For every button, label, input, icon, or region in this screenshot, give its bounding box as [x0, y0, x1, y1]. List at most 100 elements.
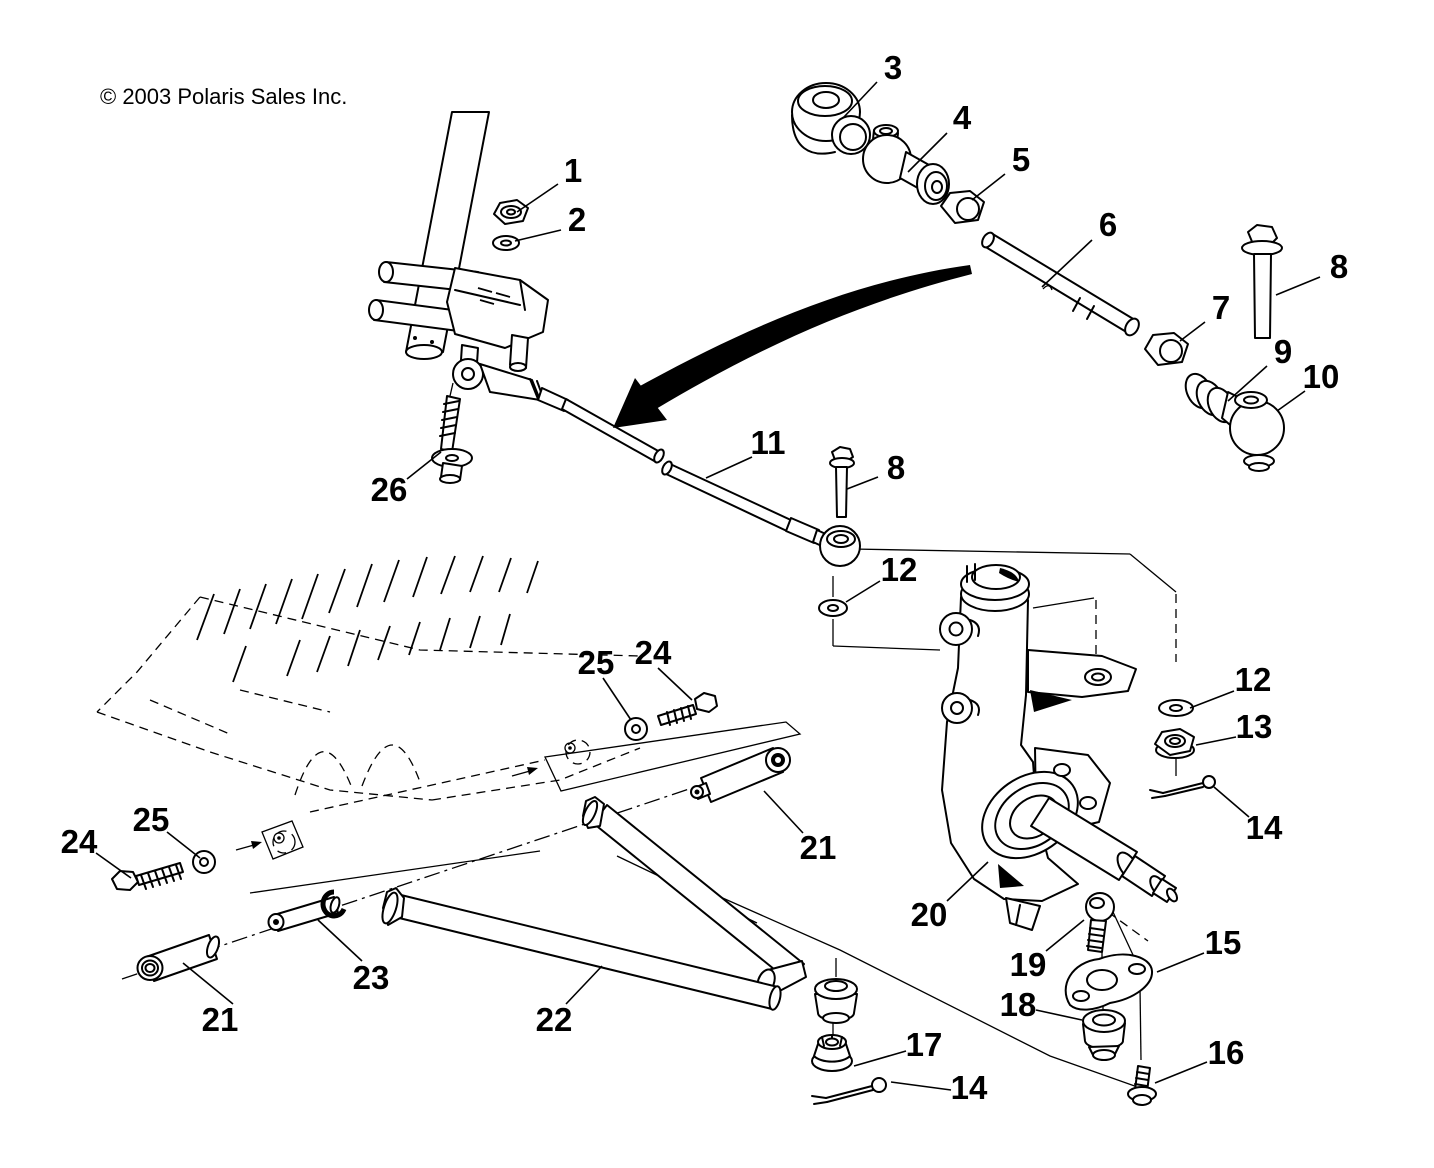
callout-label-8a: 8: [1330, 248, 1348, 285]
callout-label-25a: 25: [133, 801, 170, 838]
washer-12-lower: [1158, 699, 1194, 717]
callout-label-5: 5: [1012, 141, 1030, 178]
callout-label-3: 3: [884, 49, 902, 86]
bolt-26: [431, 382, 473, 484]
retainer-plate-15: [1064, 953, 1154, 1011]
callout-leader-23: [317, 919, 363, 962]
callout-label-24b: 24: [635, 634, 672, 671]
callout-label-17: 17: [906, 1026, 943, 1063]
callout-leader-16: [1154, 1061, 1208, 1084]
bushing-21-left: [136, 934, 221, 982]
ball-joint-cup-18: [1082, 1009, 1126, 1061]
callout-label-15: 15: [1205, 924, 1242, 961]
inner-tie-rod-end: [452, 358, 665, 464]
callout-label-24a: 24: [61, 823, 98, 860]
callout-leader-20: [946, 861, 989, 902]
callout-label-8b: 8: [887, 449, 905, 486]
frame-rail-line: [654, 867, 1147, 1091]
callout-leader-6: [1041, 239, 1093, 288]
callout-label-11: 11: [751, 424, 786, 461]
callout-leader-10: [1276, 390, 1306, 412]
bolt-24-left: [111, 862, 184, 891]
steering-column: [368, 111, 549, 382]
insert-arrow-icon: [235, 767, 538, 851]
ball-stud-10: [1229, 391, 1285, 472]
nut-13: [1154, 728, 1195, 759]
callout-leader-25a: [166, 831, 201, 859]
callout-leader-5: [971, 173, 1006, 201]
callout-leader-14b: [890, 1081, 952, 1091]
callout-label-10: 10: [1303, 358, 1340, 395]
callout-label-22: 22: [536, 1001, 573, 1038]
bolt-24-right: [657, 692, 718, 726]
callout-label-23: 23: [353, 959, 390, 996]
nut-1: [493, 199, 529, 225]
pitman-bracket: [446, 267, 549, 382]
callout-leader-21a: [182, 962, 234, 1005]
callout-label-26: 26: [371, 471, 408, 508]
callout-leader-11: [705, 456, 753, 479]
callout-label-2: 2: [568, 201, 586, 238]
callout-layer: 1234567891011826121213142019151816171421…: [61, 49, 1349, 1106]
flange-bolt-8-small: [829, 446, 855, 518]
flange-bolt-8: [1241, 224, 1283, 339]
callout-leader-8b: [846, 476, 879, 490]
tie-rod-end-3: [791, 82, 871, 155]
washer-25-right: [624, 717, 648, 741]
a-arm-22: [381, 796, 858, 1024]
callout-label-21a: 21: [202, 1001, 239, 1038]
callout-leader-4: [907, 132, 948, 173]
callout-label-6: 6: [1099, 206, 1117, 243]
callout-label-19: 19: [1010, 946, 1047, 983]
callout-leader-17: [853, 1050, 907, 1067]
callout-label-13: 13: [1236, 708, 1273, 745]
callout-leader-15: [1156, 952, 1205, 973]
callout-leader-8a: [1275, 276, 1321, 296]
bushing-21-right: [690, 747, 791, 803]
frame-mount-plate: [544, 721, 802, 792]
callout-leader-9: [1227, 365, 1268, 402]
callout-leader-14a: [1213, 786, 1250, 818]
callout-leader-13: [1195, 736, 1237, 746]
bolt-16: [1127, 1065, 1157, 1106]
hatch-marks: [196, 555, 539, 683]
callout-leader-12a: [845, 580, 881, 603]
callout-label-7: 7: [1212, 289, 1230, 326]
callout-label-14a: 14: [1246, 809, 1283, 846]
callout-leader-24b: [657, 667, 693, 701]
callout-leader-25b: [602, 677, 632, 721]
callout-label-4: 4: [953, 99, 972, 136]
apex-bushing: [814, 978, 858, 1024]
callout-leader-18: [1035, 1009, 1083, 1021]
castle-nut-17: [811, 1034, 853, 1072]
bolt-19: [1085, 892, 1115, 953]
callout-label-1: 1: [564, 152, 582, 189]
callout-leader-7: [1179, 321, 1206, 342]
frame-mount-tab: [261, 820, 304, 860]
ball-joint-4: [862, 124, 950, 205]
callout-leader-26: [406, 451, 442, 480]
callout-leader-2: [514, 229, 562, 242]
callout-label-12a: 12: [881, 551, 918, 588]
callout-label-9: 9: [1274, 333, 1292, 370]
washer-12-upper: [818, 599, 848, 617]
cotter-pin-14-upper: [1149, 775, 1216, 799]
retainer-clip: [320, 889, 347, 919]
tie-rod-6: [981, 231, 1140, 337]
callout-leader-12b: [1189, 690, 1235, 709]
nut-7: [1144, 332, 1189, 366]
washer-2: [492, 235, 520, 251]
callout-label-20: 20: [911, 896, 948, 933]
callout-leader-24a: [95, 852, 132, 879]
callout-label-21b: 21: [800, 829, 837, 866]
callout-label-16: 16: [1208, 1034, 1245, 1071]
steering-knuckle-20: [939, 563, 1179, 931]
callout-leader-1: [516, 183, 559, 213]
tie-rod-11: [661, 460, 861, 567]
callout-label-18: 18: [1000, 986, 1037, 1023]
cotter-pin-14-lower: [811, 1077, 887, 1105]
callout-leader-22: [565, 965, 603, 1005]
callout-label-14b: 14: [951, 1069, 988, 1106]
